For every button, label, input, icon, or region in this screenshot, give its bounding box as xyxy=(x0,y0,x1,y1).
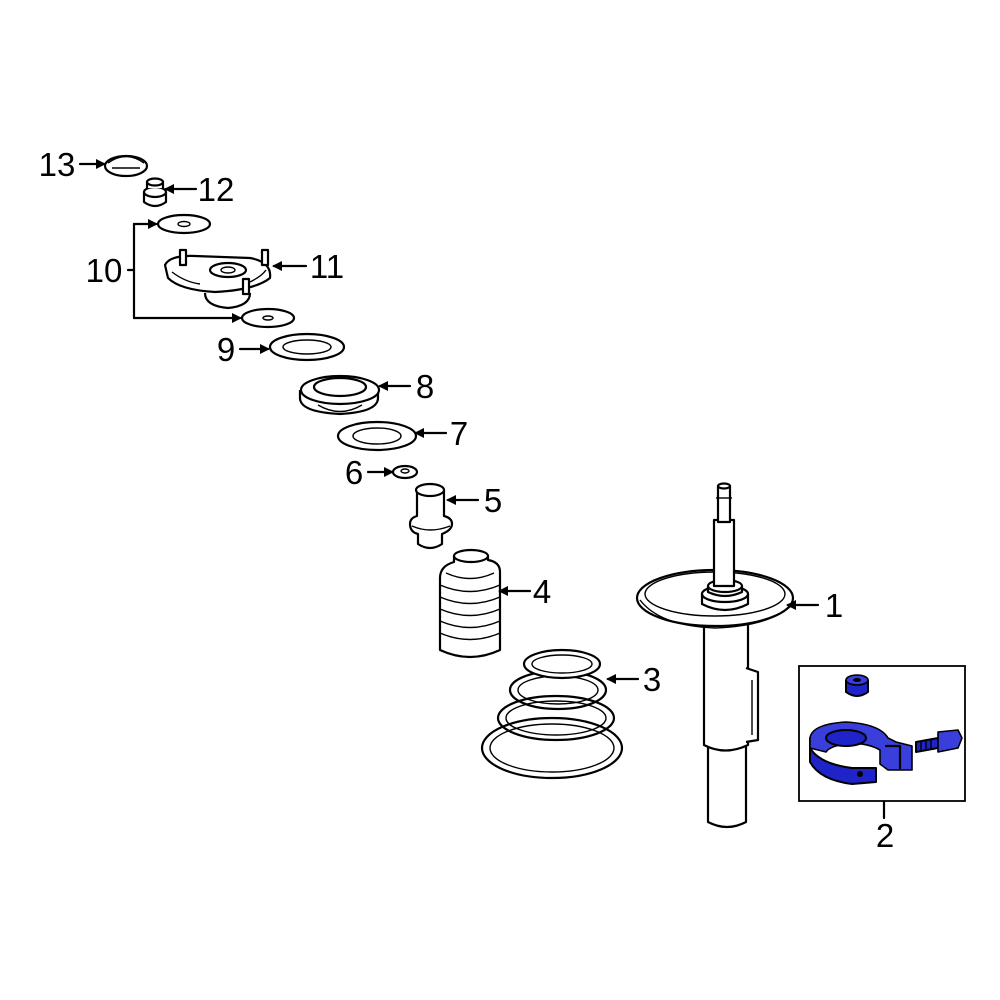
callout-7: 7 xyxy=(450,415,468,452)
top-nut-part[interactable] xyxy=(142,177,168,208)
kit-nut[interactable] xyxy=(845,674,869,697)
callout-6: 6 xyxy=(345,454,363,491)
callout-1: 1 xyxy=(825,587,843,624)
callout-12: 12 xyxy=(198,171,235,208)
kit-cam-plate[interactable] xyxy=(809,721,913,785)
strut-mount-part[interactable] xyxy=(163,248,272,310)
dust-cap-part[interactable] xyxy=(103,154,149,178)
kit-bolt[interactable] xyxy=(915,729,963,753)
callout-9: 9 xyxy=(217,331,235,368)
callout-labels: 1 2 3 4 5 6 7 8 9 10 11 12 13 xyxy=(39,146,895,854)
upper-insulator-part[interactable] xyxy=(268,332,346,362)
callout-5: 5 xyxy=(484,482,502,519)
kit-frame xyxy=(798,665,966,802)
callout-10-bracket xyxy=(126,219,242,323)
dust-boot-part[interactable] xyxy=(438,548,502,659)
bump-stop-part[interactable] xyxy=(408,482,454,550)
callout-13: 13 xyxy=(39,146,76,183)
callout-10: 10 xyxy=(86,252,123,289)
strut-assembly-part[interactable] xyxy=(635,482,795,829)
spring-seat-part[interactable] xyxy=(298,374,381,416)
callout-2: 2 xyxy=(876,817,894,854)
spring-insulator-part[interactable] xyxy=(336,420,418,452)
leader-lines xyxy=(78,159,886,820)
alignment-kit-part[interactable] xyxy=(798,665,966,802)
lower-washer-part[interactable] xyxy=(240,307,296,329)
callout-3: 3 xyxy=(643,661,661,698)
coil-spring-part[interactable] xyxy=(480,648,624,780)
callout-8: 8 xyxy=(416,368,434,405)
callout-11: 11 xyxy=(310,248,344,285)
upper-washer-part[interactable] xyxy=(156,213,212,235)
callout-4: 4 xyxy=(533,573,551,610)
small-washer-part[interactable] xyxy=(391,464,419,480)
